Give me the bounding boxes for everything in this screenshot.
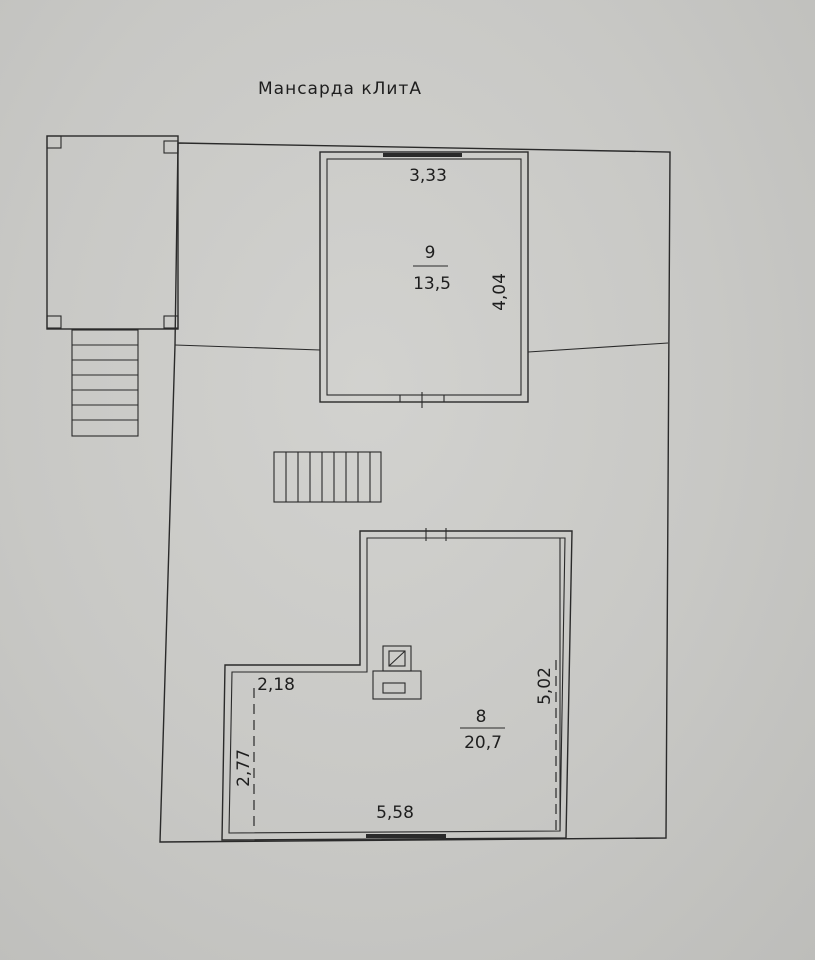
roof-line-left <box>174 344 321 351</box>
internal-stair <box>273 451 382 503</box>
dim-room9-length: 4,04 <box>490 273 510 311</box>
room-9 <box>319 151 529 408</box>
balcony-post <box>46 315 62 329</box>
balcony-post <box>163 140 179 154</box>
balcony-post <box>163 315 179 329</box>
room-8-area: 20,7 <box>464 733 502 753</box>
room-9-number: 9 <box>425 243 436 263</box>
room-8 <box>221 528 573 841</box>
stove-icon <box>372 645 422 700</box>
dim-room8-left-width: 2,18 <box>257 675 295 695</box>
dim-room8-width: 5,58 <box>376 803 414 823</box>
building-outline <box>159 142 671 843</box>
roof-line-right <box>527 342 669 353</box>
dim-room8-length: 5,02 <box>535 667 555 705</box>
plan-title: Мансарда кЛитА <box>258 79 422 99</box>
balcony-post <box>46 135 62 149</box>
room-8-number: 8 <box>476 707 487 727</box>
external-stair <box>71 329 139 437</box>
room-9-area: 13,5 <box>413 274 451 294</box>
balcony <box>46 135 179 330</box>
dim-room8-left-length: 2,77 <box>234 749 254 787</box>
dim-room9-width: 3,33 <box>409 166 447 186</box>
